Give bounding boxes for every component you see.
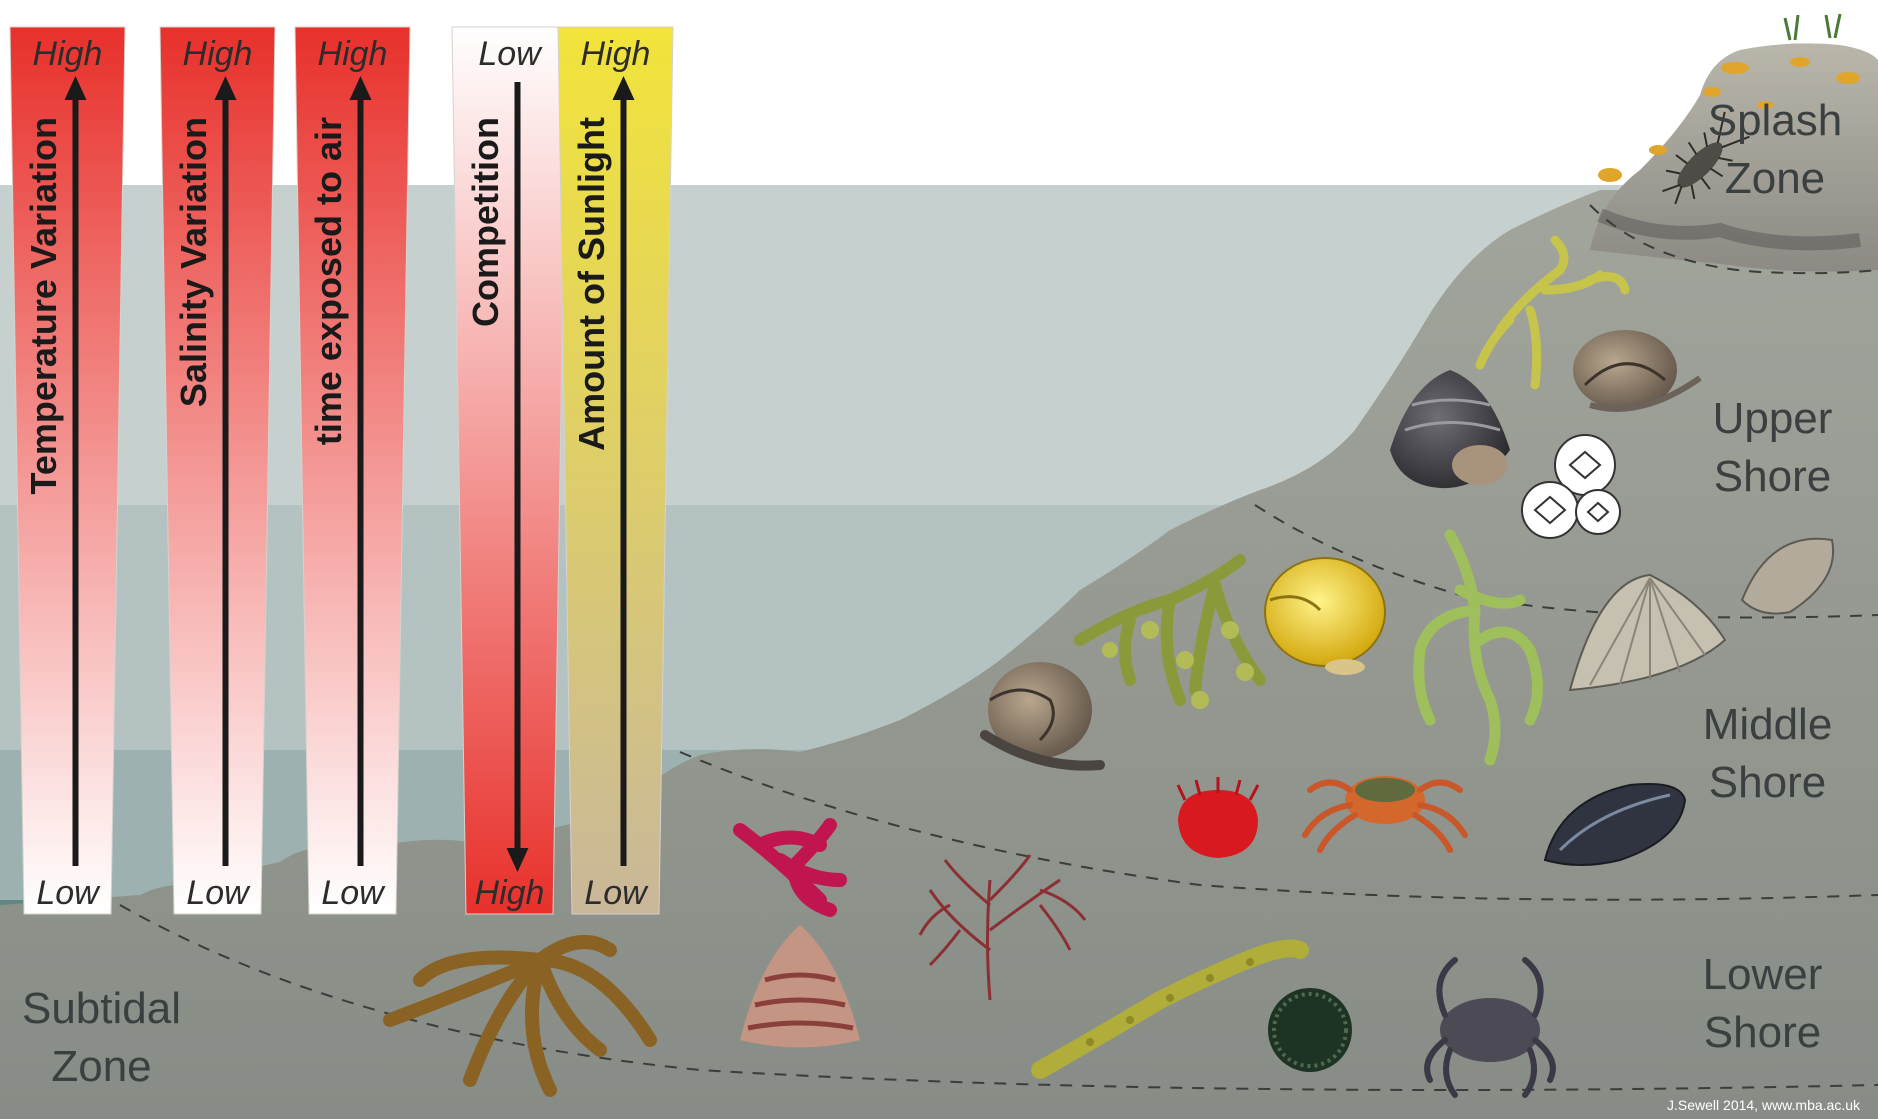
zone-label-upper: Upper Shore (1690, 390, 1855, 506)
bar-title: Salinity Variation (173, 117, 214, 407)
zone-label-upper-line1: Upper (1690, 390, 1855, 448)
zone-label-splash-line1: Splash (1690, 92, 1860, 150)
zone-label-subtidal: Subtidal Zone (4, 980, 199, 1096)
bar-bottom-label: Low (584, 874, 649, 912)
bar-top-label: High (581, 35, 651, 73)
zone-label-lower-line1: Lower (1680, 946, 1845, 1004)
zone-label-lower-line2: Shore (1680, 1004, 1845, 1062)
credit-text: J.Sewell 2014, www.mba.ac.uk (1667, 1097, 1860, 1113)
zone-label-subtidal-line2: Zone (4, 1038, 199, 1096)
bar-title: time exposed to air (308, 117, 349, 445)
zone-label-middle-line2: Shore (1680, 754, 1855, 812)
bar-bottom-label: High (475, 874, 545, 912)
bar-title: Amount of Sunlight (571, 117, 612, 451)
zone-label-middle-line1: Middle (1680, 696, 1855, 754)
bar-bottom-label: Low (36, 874, 101, 912)
bar-top-label: High (318, 35, 388, 73)
bar-title: Competition (465, 117, 506, 327)
bar-top-label: High (183, 35, 253, 73)
zone-label-splash: Splash Zone (1690, 92, 1860, 208)
zone-label-splash-line2: Zone (1690, 150, 1860, 208)
sea-urchin-icon (1268, 988, 1352, 1072)
bar-bottom-label: Low (186, 874, 251, 912)
bar-top-label: Low (478, 35, 543, 73)
zone-label-middle: Middle Shore (1680, 696, 1855, 812)
bar-title: Temperature Variation (23, 117, 64, 494)
zone-label-subtidal-line1: Subtidal (4, 980, 199, 1038)
zone-label-lower: Lower Shore (1680, 946, 1845, 1062)
bar-top-label: High (33, 35, 103, 73)
zone-label-upper-line2: Shore (1690, 448, 1855, 506)
bar-bottom-label: Low (321, 874, 386, 912)
